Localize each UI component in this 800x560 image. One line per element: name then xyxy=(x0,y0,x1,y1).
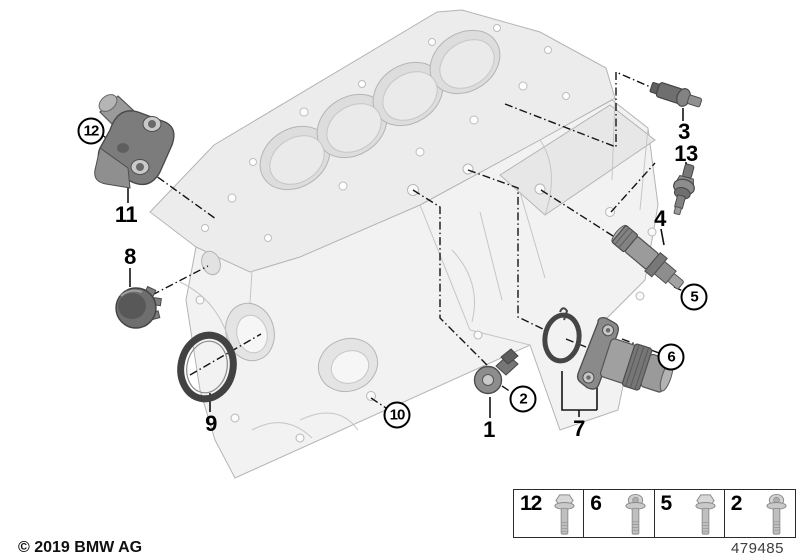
copyright-text: © 2019 BMW AG xyxy=(18,539,143,556)
part-8-sealing-cap xyxy=(115,285,162,329)
fastener-number: 5 xyxy=(660,492,673,515)
callout-8[interactable]: 8 xyxy=(124,244,136,269)
callout-3[interactable]: 3 xyxy=(678,119,690,144)
callout-circle-5[interactable]: 5 xyxy=(680,283,708,311)
fastener-cell-2[interactable]: 2 xyxy=(725,490,795,537)
callout-7[interactable]: 7 xyxy=(573,416,585,441)
part-1-knock-sensor xyxy=(473,348,519,395)
flange-bolt-icon xyxy=(694,493,717,537)
callout-9[interactable]: 9 xyxy=(205,411,217,436)
callout-circle-10[interactable]: 10 xyxy=(383,401,411,429)
callout-4[interactable]: 4 xyxy=(654,206,666,231)
fastener-table: 12 6 5 2 xyxy=(513,489,796,538)
torx-bolt-icon xyxy=(765,493,788,537)
callout-circle-6[interactable]: 6 xyxy=(657,343,685,371)
callout-1[interactable]: 1 xyxy=(483,417,495,442)
fastener-number: 2 xyxy=(730,492,743,515)
fastener-cell-6[interactable]: 6 xyxy=(584,490,655,537)
fastener-cell-5[interactable]: 5 xyxy=(655,490,725,537)
callout-11[interactable]: 11 xyxy=(114,202,138,227)
fastener-number: 12 xyxy=(520,492,542,515)
fastener-number: 6 xyxy=(590,492,602,515)
part-11-engine-mount-bracket xyxy=(94,94,175,189)
part-7-o-ring xyxy=(542,307,582,364)
flange-bolt-icon xyxy=(553,493,576,537)
part-9-shaft-seal-ring xyxy=(177,331,237,403)
part-13-sensor xyxy=(673,163,695,216)
callout-circle-12[interactable]: 12 xyxy=(77,117,105,145)
part-4-oil-pressure-valve xyxy=(611,224,684,290)
torx-bolt-icon xyxy=(624,493,647,537)
callout-13[interactable]: 13 xyxy=(674,141,698,166)
fastener-cell-12[interactable]: 12 xyxy=(514,490,585,537)
part-3-temperature-sensor xyxy=(649,82,703,108)
engine-block xyxy=(149,9,659,479)
callout-circle-2[interactable]: 2 xyxy=(509,385,537,413)
diagram-number: 479485 xyxy=(730,540,784,557)
